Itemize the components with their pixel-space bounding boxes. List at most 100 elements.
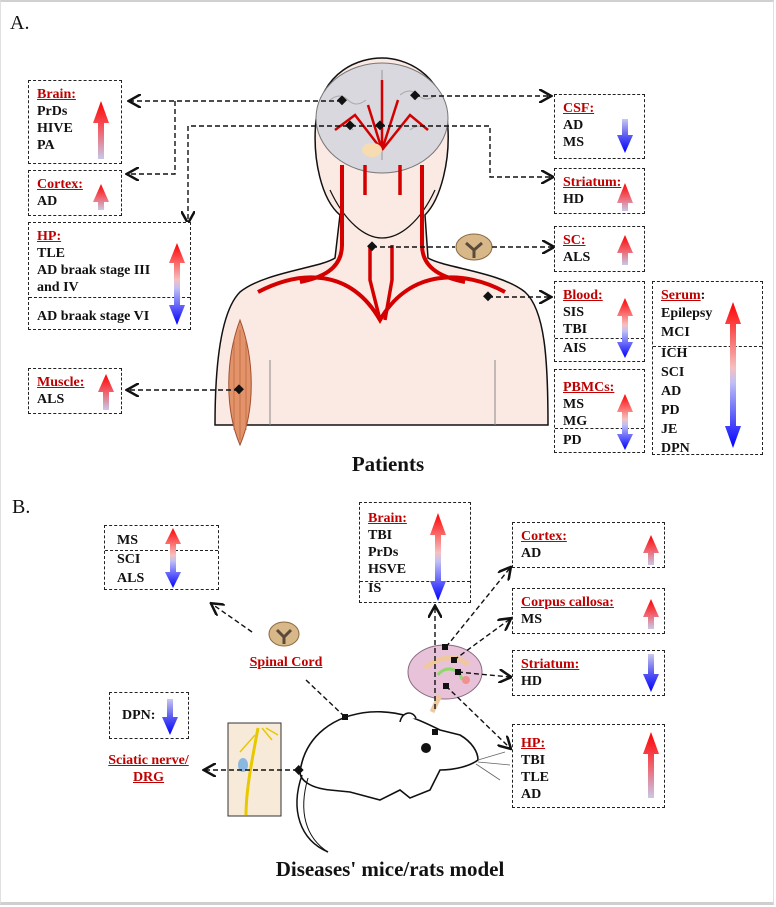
divider (555, 338, 644, 339)
b-brain-box: Brain: TBI PrDs HSVE IS (359, 502, 471, 603)
a-cortex-box: Cortex: AD (28, 170, 122, 216)
b-striatum-title: Striatum: (521, 657, 580, 672)
a-striatum-item: HD (563, 192, 584, 207)
up-down-arrow-icon (617, 298, 633, 358)
up-arrow-icon (98, 374, 114, 410)
sciatic-nerve-label-line1: Sciatic nerve/ (108, 753, 189, 768)
up-down-arrow-icon (430, 513, 446, 601)
up-arrow-icon (617, 183, 633, 211)
b-hp-item: TLE (521, 770, 550, 785)
a-sc-box: SC: ALS (554, 226, 645, 272)
a-serum-item: Epilepsy (661, 306, 713, 321)
a-pbmcs-item: MG (563, 414, 588, 429)
panel-a-caption: Patients (351, 452, 425, 476)
a-hp-item: AD braak stage III (37, 263, 151, 278)
a-serum-item: SCI (661, 365, 685, 380)
a-hp-title: HP: (37, 229, 62, 244)
panel-a-label: A. (10, 12, 30, 34)
down-arrow-icon (617, 119, 633, 153)
a-striatum-box: Striatum: HD (554, 168, 645, 214)
a-blood-item: AIS (563, 341, 587, 356)
divider (29, 297, 190, 298)
panel-b-caption: Diseases' mice/rats model (275, 857, 505, 881)
b-corpus-box: Corpus callosa: MS (512, 588, 665, 634)
a-hp-item: and IV (37, 280, 79, 295)
a-hp-item: AD braak stage VI (37, 309, 150, 324)
a-pbmcs-box: PBMCs: MS MG PD (554, 369, 645, 453)
a-blood-item: SIS (563, 305, 585, 320)
b-hp-item: AD (521, 787, 542, 802)
b-spinal-box: MS SCI ALS (104, 525, 219, 590)
a-hp-box: HP: TLE AD braak stage III and IV AD bra… (28, 222, 191, 330)
spinal-cord-label: Spinal Cord (249, 655, 323, 670)
b-hp-title: HP: (521, 736, 546, 751)
b-brain-item: HSVE (368, 562, 407, 577)
a-brain-title: Brain: (37, 87, 76, 102)
up-arrow-icon (93, 101, 109, 159)
down-arrow-icon (643, 654, 659, 692)
b-brain-item: PrDs (368, 545, 399, 560)
a-pbmcs-item: MS (563, 397, 584, 412)
a-pbmcs-item: PD (563, 433, 582, 448)
a-csf-box: CSF: AD MS (554, 94, 645, 159)
b-brain-item: TBI (368, 528, 393, 543)
a-hp-item: TLE (37, 246, 66, 261)
a-cortex-item: AD (37, 194, 58, 209)
b-spinal-item: SCI (117, 552, 141, 567)
a-brain-item: PA (37, 138, 55, 153)
up-arrow-icon (643, 732, 659, 798)
b-hp-box: HP: TBI TLE AD (512, 724, 665, 808)
b-corpus-item: MS (521, 612, 542, 627)
a-brain-item: PrDs (37, 104, 68, 119)
a-serum-colon: : (700, 288, 706, 303)
divider (105, 550, 218, 551)
a-csf-title: CSF: (563, 101, 595, 116)
up-arrow-icon (643, 599, 659, 629)
a-serum-title: Serum: (661, 287, 712, 304)
a-serum-item: PD (661, 403, 680, 418)
a-sc-item: ALS (563, 250, 591, 265)
b-spinal-item: ALS (117, 571, 145, 586)
a-pbmcs-title: PBMCs: (563, 380, 615, 395)
a-striatum-title: Striatum: (563, 175, 622, 190)
a-cortex-title: Cortex: (37, 177, 83, 192)
a-brain-item: HIVE (37, 121, 73, 136)
a-muscle-box: Muscle: ALS (28, 368, 122, 414)
up-arrow-icon (643, 535, 659, 565)
down-arrow-icon (162, 699, 178, 735)
b-brain-item: IS (368, 581, 382, 596)
b-striatum-box: Striatum: HD (512, 650, 665, 696)
up-arrow-icon (93, 184, 109, 210)
up-down-arrow-icon (169, 243, 185, 325)
a-muscle-item: ALS (37, 392, 65, 407)
up-down-arrow-icon (165, 528, 181, 588)
a-serum-item: DPN (661, 441, 690, 456)
b-cortex-box: Cortex: AD (512, 522, 665, 568)
a-blood-title: Blood: (563, 288, 603, 303)
b-cortex-title: Cortex: (521, 529, 567, 544)
b-corpus-title: Corpus callosa: (521, 595, 614, 610)
b-hp-item: TBI (521, 753, 546, 768)
panel-b-label: B. (12, 496, 31, 518)
b-striatum-item: HD (521, 674, 542, 689)
a-serum-title-text: Serum (661, 288, 701, 303)
a-csf-item: MS (563, 135, 584, 150)
sciatic-nerve-label: Sciatic nerve/ DRG (96, 752, 201, 786)
up-down-arrow-icon (617, 394, 633, 450)
divider (360, 581, 470, 582)
a-serum-item: JE (661, 422, 678, 437)
a-serum-item: ICH (661, 346, 688, 361)
divider (555, 428, 644, 429)
up-down-arrow-icon (725, 302, 741, 448)
a-muscle-title: Muscle: (37, 375, 85, 390)
up-arrow-icon (617, 235, 633, 265)
b-dpn-item: DPN: (122, 708, 156, 723)
sciatic-nerve-label-line2: DRG (132, 770, 165, 785)
a-serum-box: Serum: Epilepsy MCI ICH SCI AD PD JE DPN (652, 281, 763, 456)
a-blood-item: TBI (563, 322, 588, 337)
a-serum-item: MCI (661, 325, 690, 340)
